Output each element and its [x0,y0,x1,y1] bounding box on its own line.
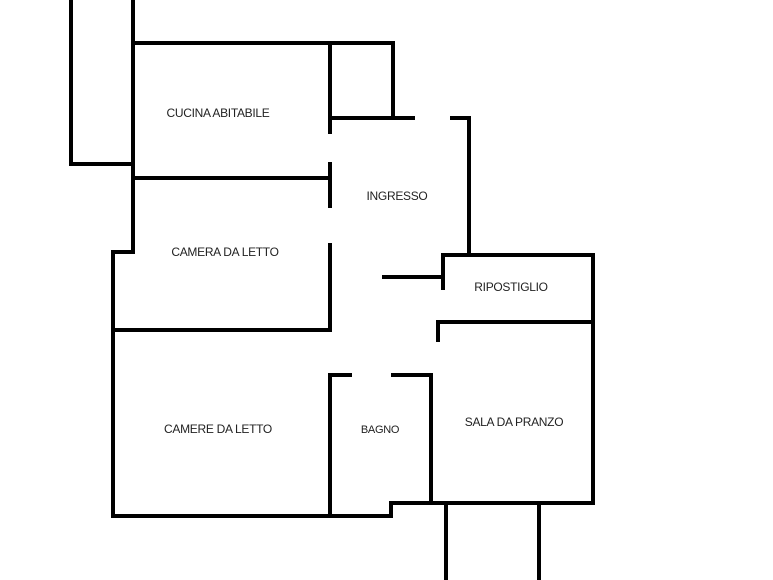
room-label-bathroom: BAGNO [361,424,400,436]
room-label-entrance: INGRESSO [367,189,428,203]
room-label-bedroom: CAMERA DA LETTO [171,245,278,259]
walls [69,0,595,580]
outer-west-wall-upper [111,0,595,518]
balcony-left-wall [69,0,135,166]
bathroom-west-wall [328,373,352,518]
bedroom-east-wall [111,243,332,332]
room-label-storage: RIPOSTIGLIO [474,280,547,294]
room-label-dining-room: SALA DA PRANZO [465,415,564,429]
outer-north-wall [131,41,395,120]
entrance-east-wall [450,116,471,257]
storage-south-wall [436,320,595,342]
room-labels: CUCINA ABITABILE INGRESSO CAMERA DA LETT… [164,106,564,436]
bathroom-east-wall [391,373,433,505]
room-label-kitchen: CUCINA ABITABILE [166,106,269,120]
room-label-bedrooms: CAMERE DA LETTO [164,422,272,436]
